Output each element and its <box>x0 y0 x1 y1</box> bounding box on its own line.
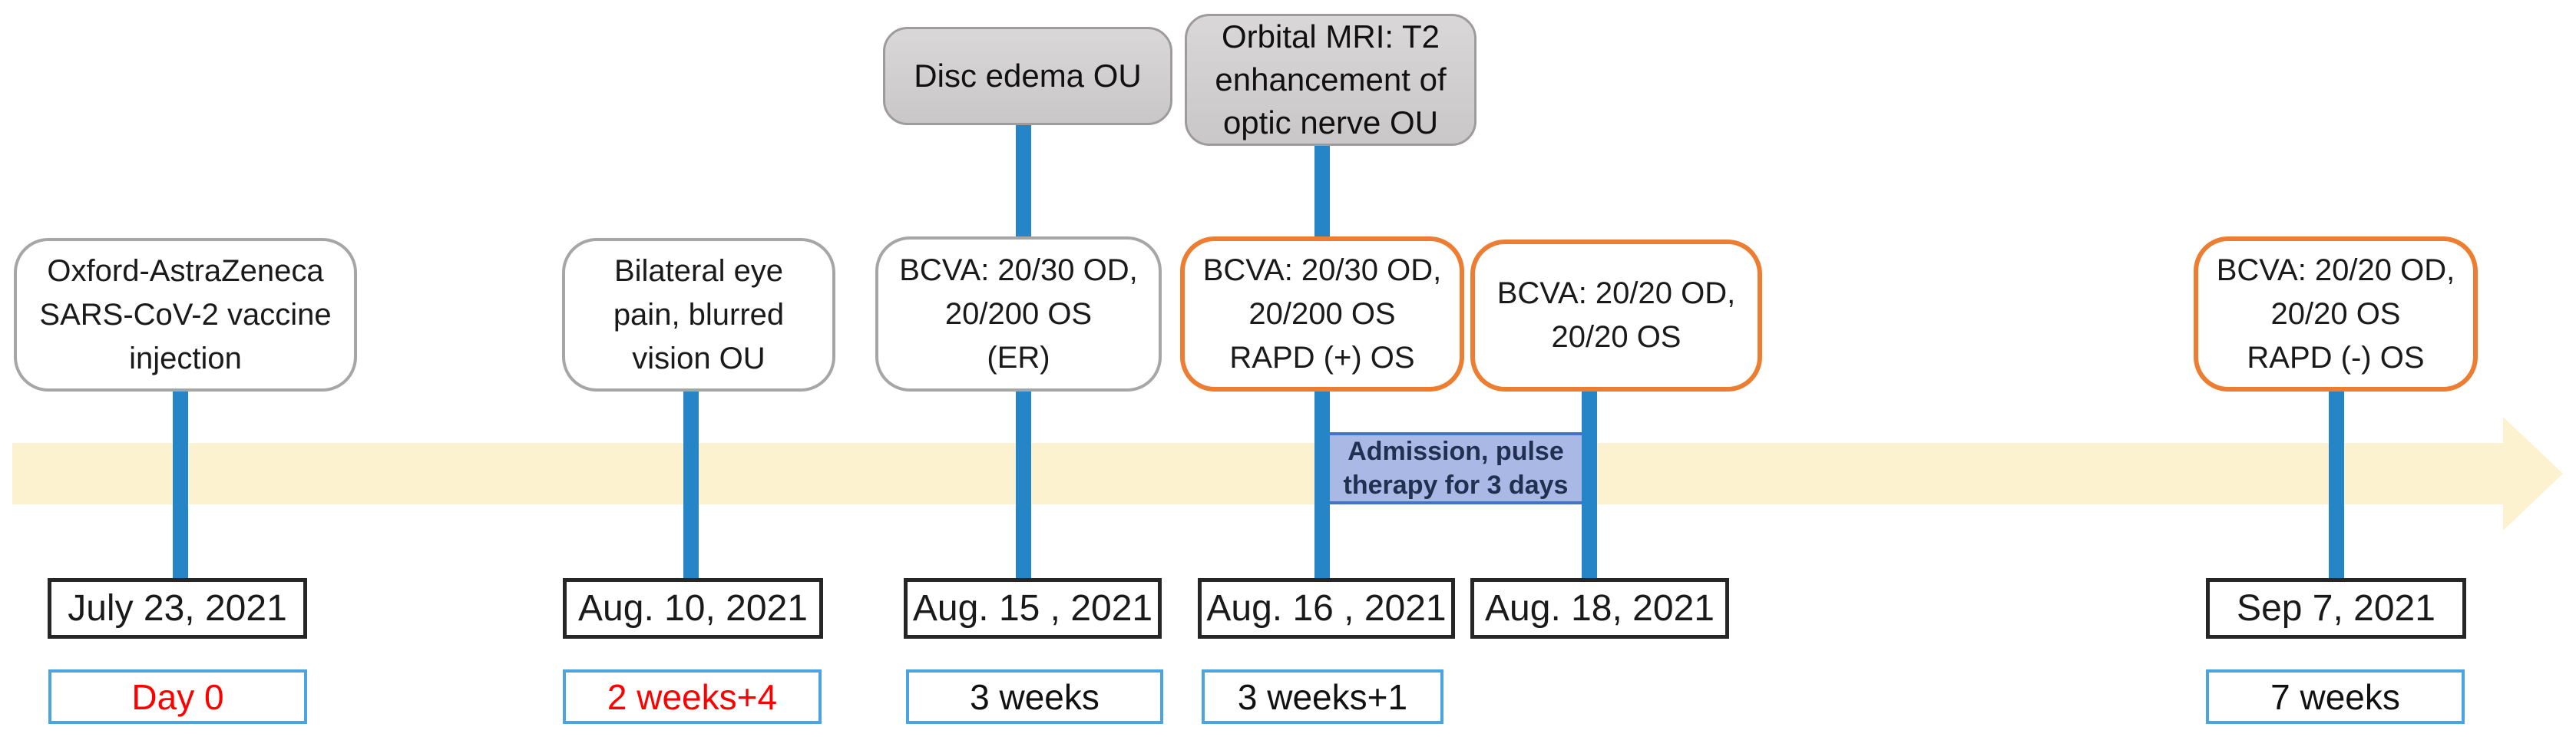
event-bcva-recovered-label: BCVA: 20/20 OD, 20/20 OS <box>1496 276 1736 354</box>
interval-day0-label: Day 0 <box>131 676 224 717</box>
finding-disc-edema-label: Disc edema OU <box>914 58 1142 94</box>
date-aug10-label: Aug. 10, 2021 <box>578 588 808 629</box>
event-eye-pain-label: Bilateral eye pain, blurred vision OU <box>613 253 785 375</box>
date-aug15-label: Aug. 15 , 2021 <box>912 588 1153 629</box>
finding-orbital-mri-box: Orbital MRI: T2 enhancement of optic ner… <box>1185 14 1476 146</box>
connector-event2-date <box>683 392 699 578</box>
date-aug18-label: Aug. 18, 2021 <box>1485 588 1715 629</box>
date-aug16-label: Aug. 16 , 2021 <box>1206 588 1447 629</box>
interval-7weeks-box: 7 weeks <box>2206 669 2465 724</box>
timeline-arrow-body <box>12 443 2503 504</box>
event-bcva-er-box: BCVA: 20/30 OD, 20/200 OS (ER) <box>875 236 1162 392</box>
interval-7weeks-label: 7 weeks <box>2270 676 2400 717</box>
date-jul23-label: July 23, 2021 <box>68 588 287 629</box>
timeline-arrow-head-icon <box>2503 417 2563 530</box>
event-bcva-er-label: BCVA: 20/30 OD, 20/200 OS (ER) <box>899 253 1138 375</box>
date-aug18-box: Aug. 18, 2021 <box>1470 578 1729 639</box>
event-bcva-rapd-pos-box: BCVA: 20/30 OD, 20/200 OS RAPD (+) OS <box>1180 236 1464 392</box>
date-sep7-label: Sep 7, 2021 <box>2237 588 2435 629</box>
interval-2weeks4-label: 2 weeks+4 <box>607 676 778 717</box>
interval-3weeks1-box: 3 weeks+1 <box>1202 669 1443 724</box>
connector-event1-date <box>173 392 188 578</box>
event-bcva-final-label: BCVA: 20/20 OD, 20/20 OS RAPD (-) OS <box>2216 253 2455 375</box>
interval-3weeks-box: 3 weeks <box>906 669 1163 724</box>
connector-event5-date <box>1582 390 1597 578</box>
finding-orbital-mri-label: Orbital MRI: T2 enhancement of optic ner… <box>1215 18 1447 140</box>
date-jul23-box: July 23, 2021 <box>48 578 307 639</box>
connector-finding1-event3 <box>1016 123 1031 238</box>
treatment-label: Admission, pulse therapy for 3 days <box>1343 437 1569 500</box>
event-vaccine-injection-label: Oxford-AstraZeneca SARS-CoV-2 vaccine in… <box>39 253 332 375</box>
connector-event3-date <box>1016 392 1031 578</box>
event-eye-pain-box: Bilateral eye pain, blurred vision OU <box>562 238 835 392</box>
interval-3weeks-label: 3 weeks <box>970 676 1100 717</box>
interval-2weeks4-box: 2 weeks+4 <box>563 669 822 724</box>
date-aug15-box: Aug. 15 , 2021 <box>904 578 1162 639</box>
event-bcva-rapd-pos-label: BCVA: 20/30 OD, 20/200 OS RAPD (+) OS <box>1202 253 1442 375</box>
date-aug16-box: Aug. 16 , 2021 <box>1198 578 1455 639</box>
event-vaccine-injection-box: Oxford-AstraZeneca SARS-CoV-2 vaccine in… <box>14 238 357 392</box>
event-bcva-final-box: BCVA: 20/20 OD, 20/20 OS RAPD (-) OS <box>2194 236 2478 392</box>
interval-3weeks1-label: 3 weeks+1 <box>1237 676 1408 717</box>
date-sep7-box: Sep 7, 2021 <box>2206 578 2466 639</box>
finding-disc-edema-box: Disc edema OU <box>883 27 1172 125</box>
connector-finding2-event4 <box>1314 144 1330 238</box>
event-bcva-recovered-box: BCVA: 20/20 OD, 20/20 OS <box>1470 240 1762 392</box>
connector-event6-date <box>2329 392 2344 578</box>
treatment-admission-box: Admission, pulse therapy for 3 days <box>1314 432 1597 504</box>
connector-event4-date <box>1314 392 1330 578</box>
interval-day0-box: Day 0 <box>48 669 307 724</box>
date-aug10-box: Aug. 10, 2021 <box>563 578 823 639</box>
